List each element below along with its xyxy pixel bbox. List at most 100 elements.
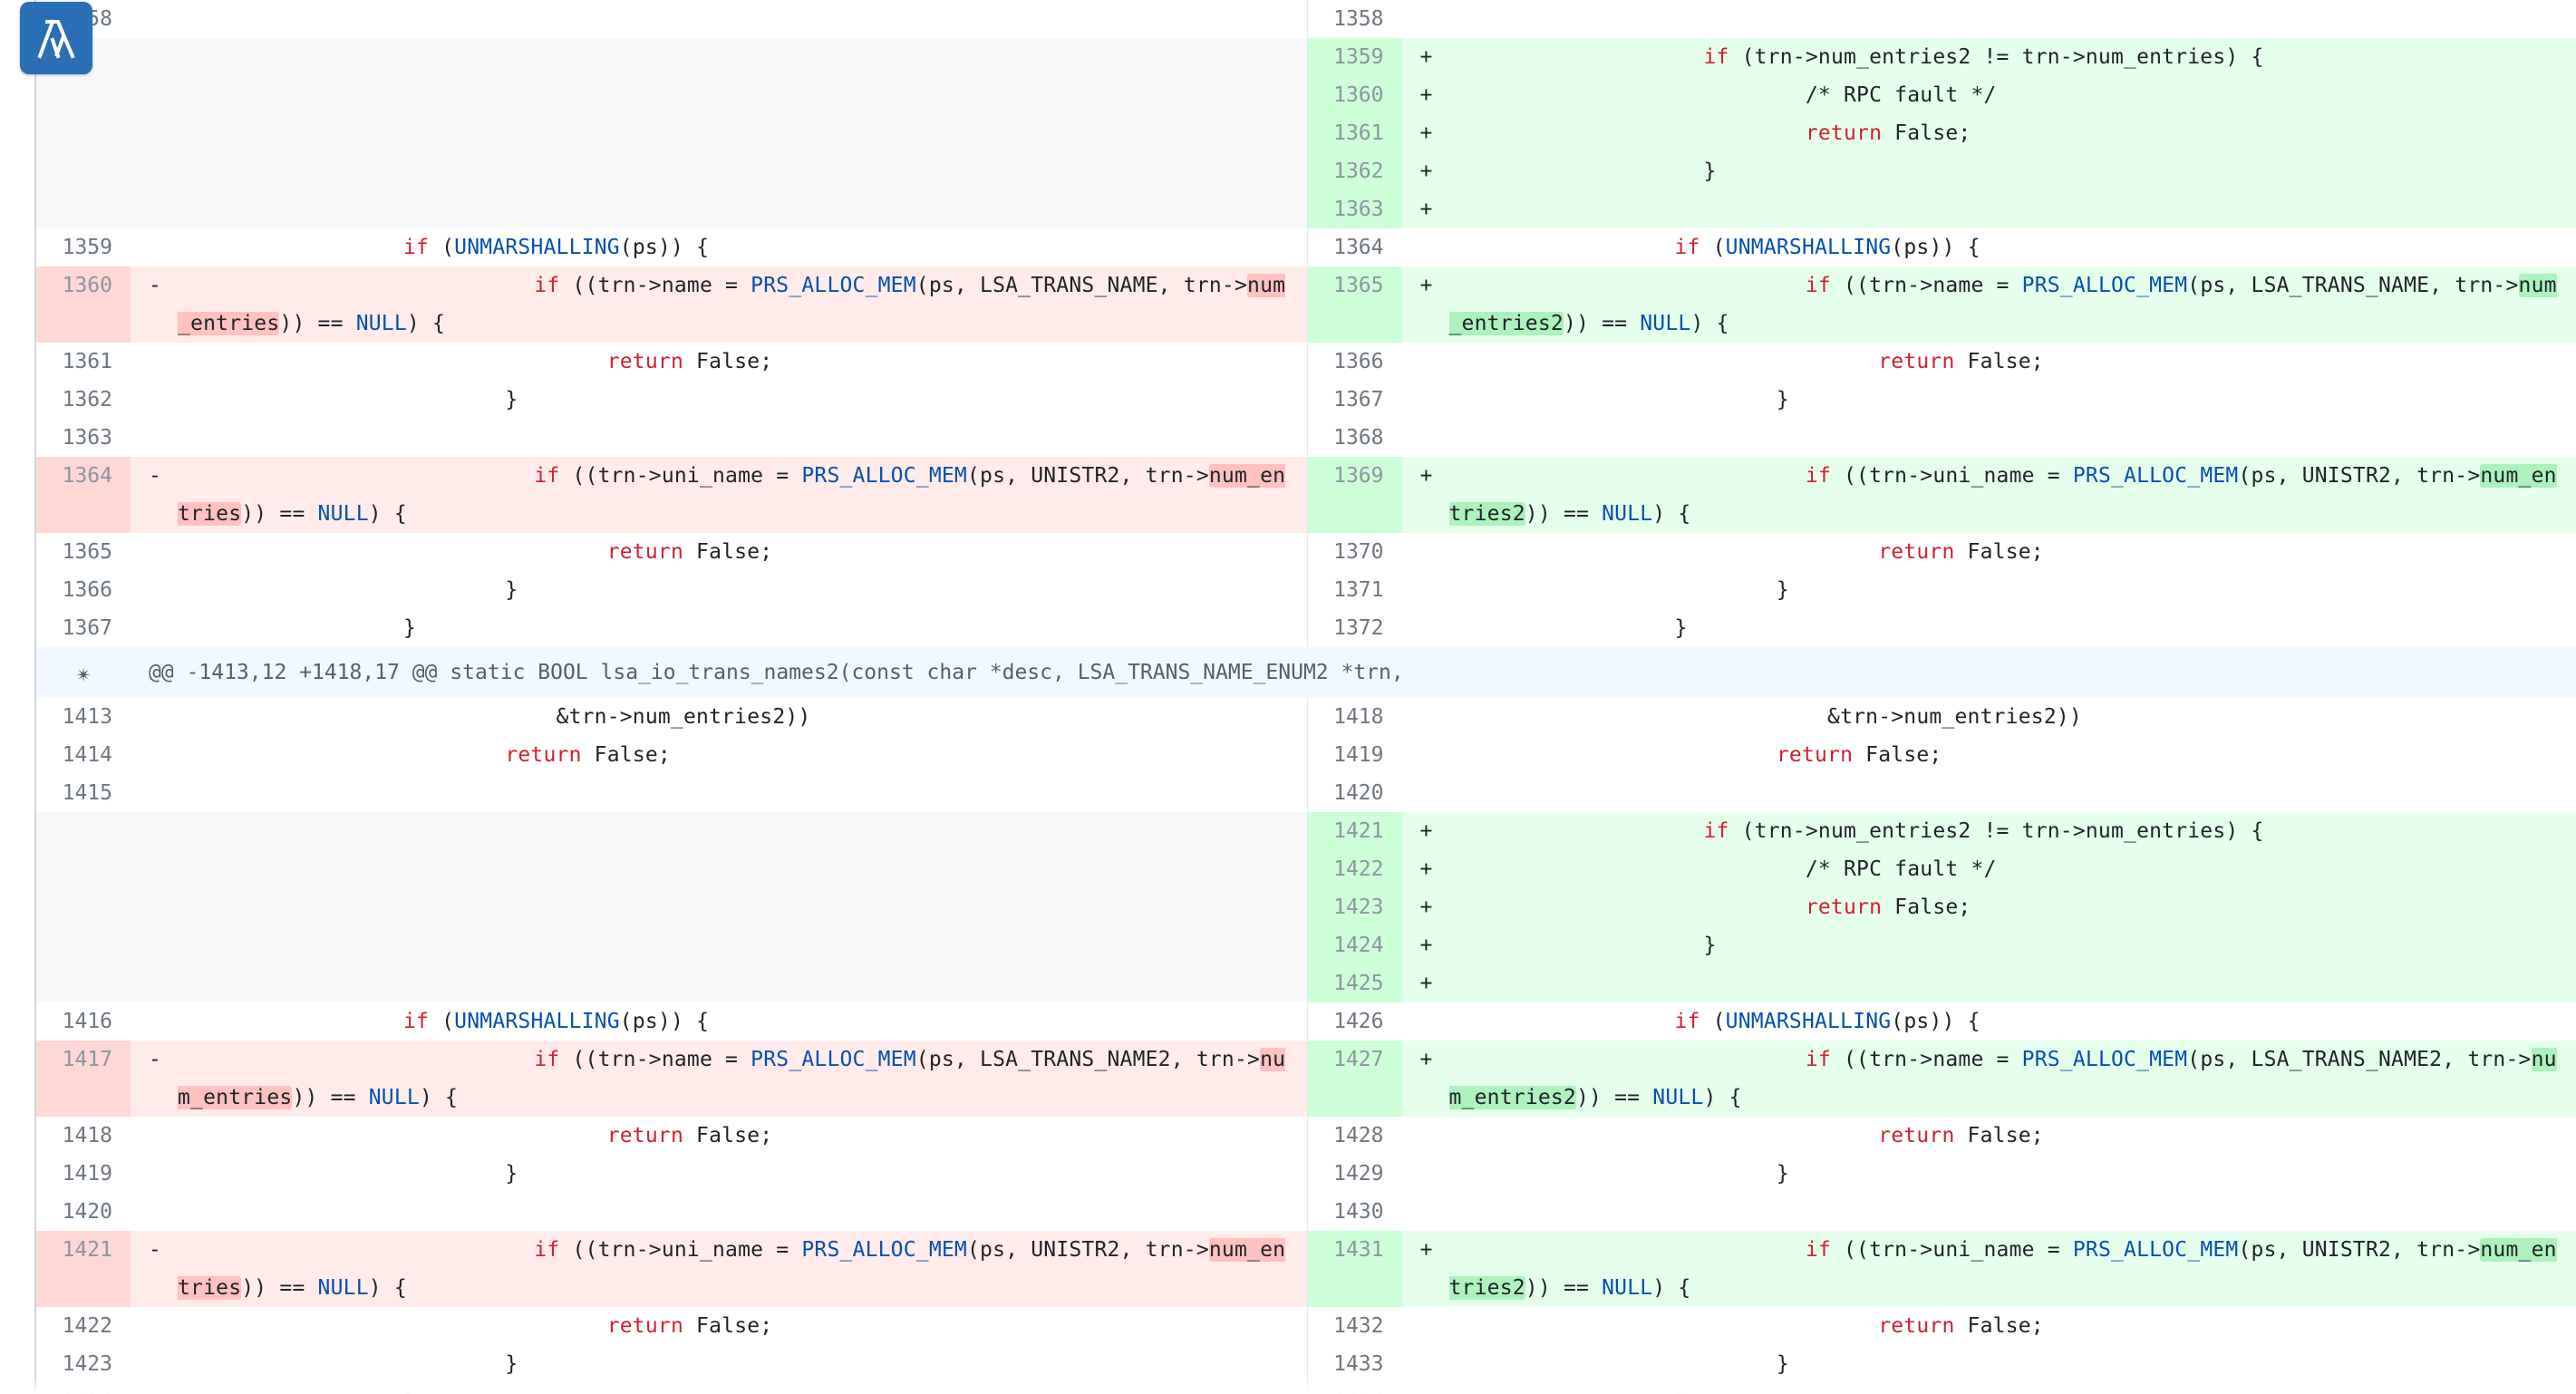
line-number[interactable]: 1416 — [62, 1010, 112, 1033]
line-number[interactable]: 1423 — [62, 1352, 112, 1376]
code-line: /* RPC fault */ — [1439, 850, 2576, 888]
identifier-token: PRS_ALLOC_MEM — [2021, 1048, 2188, 1071]
line-number[interactable]: 1361 — [62, 350, 112, 373]
line-number[interactable]: 1419 — [1333, 743, 1384, 767]
line-number — [36, 888, 131, 926]
line-number[interactable]: 1366 — [62, 578, 112, 602]
code-line — [131, 812, 1307, 850]
line-number[interactable]: 1369 — [1307, 457, 1402, 533]
line-number[interactable]: 1365 — [1307, 266, 1402, 343]
line-number[interactable]: 1366 — [1333, 350, 1384, 373]
line-number[interactable]: 1360 — [36, 266, 131, 343]
code-line — [131, 114, 1307, 152]
old-side-cell: 1419 } — [36, 1155, 1307, 1193]
line-number[interactable]: 1364 — [36, 457, 131, 533]
keyword-token: return — [1878, 350, 1955, 373]
old-side-cell: 1362 } — [36, 381, 1307, 419]
line-number[interactable]: 1365 — [62, 540, 112, 564]
line-number[interactable]: 1371 — [1333, 578, 1384, 602]
line-number[interactable]: 1432 — [1333, 1314, 1384, 1338]
line-number[interactable]: 1430 — [1333, 1200, 1384, 1224]
diff-row: 1361 return False;1366 return False; — [36, 343, 2576, 381]
code-line: if ((trn->name = PRS_ALLOC_MEM(ps, LSA_T… — [169, 1041, 1307, 1117]
code-line — [131, 964, 1307, 1002]
line-number[interactable]: 1364 — [1333, 236, 1384, 259]
line-number[interactable]: 1424 — [1307, 926, 1402, 964]
line-number[interactable]: 1362 — [62, 388, 112, 411]
code-line: return False; — [1401, 533, 2576, 571]
code-line — [1401, 419, 2576, 457]
old-side-cell: 1421- if ((trn->uni_name = PRS_ALLOC_MEM… — [36, 1231, 1307, 1307]
line-number[interactable]: 1414 — [62, 743, 112, 767]
line-number[interactable]: 1413 — [62, 705, 112, 729]
hunk-header: ✴@@ -1413,12 +1418,17 @@ static BOOL lsa… — [36, 647, 2576, 698]
line-number[interactable]: 1417 — [36, 1041, 131, 1117]
line-number[interactable]: 1362 — [1307, 152, 1402, 190]
line-number[interactable]: 1367 — [62, 616, 112, 640]
identifier-token: PRS_ALLOC_MEM — [2072, 464, 2239, 488]
line-number[interactable]: 1421 — [36, 1231, 131, 1307]
line-number[interactable]: 1419 — [62, 1162, 112, 1186]
code-line: } — [1439, 926, 2576, 964]
line-number[interactable]: 1418 — [1333, 705, 1384, 729]
old-side-cell: 1358 — [36, 0, 1307, 38]
keyword-token: if — [1805, 1048, 1831, 1071]
diff-row: 1425+ — [36, 964, 2576, 1002]
diff-row: 1422 return False;1432 return False; — [36, 1307, 2576, 1345]
code-line — [131, 1193, 1307, 1231]
keyword-token: if — [402, 236, 430, 259]
new-side-cell: 1422+ /* RPC fault */ — [1306, 850, 2576, 888]
line-number[interactable]: 1359 — [1307, 38, 1402, 76]
changed-token: num_entries — [178, 1048, 1286, 1109]
line-number[interactable]: 1431 — [1307, 1231, 1402, 1307]
line-number[interactable]: 1433 — [1333, 1352, 1384, 1376]
identifier-token: PRS_ALLOC_MEM — [2072, 1238, 2239, 1262]
line-number[interactable]: 1372 — [1333, 616, 1384, 640]
new-side-cell: 1426 if (UNMARSHALLING(ps)) { — [1306, 1002, 2576, 1041]
line-number[interactable]: 1420 — [1333, 781, 1384, 805]
keyword-token: if — [1674, 1010, 1700, 1033]
line-number[interactable]: 1423 — [1307, 888, 1402, 926]
line-number[interactable]: 1422 — [1307, 850, 1402, 888]
new-side-cell: 1367 } — [1306, 381, 2576, 419]
keyword-token: return — [606, 540, 683, 564]
identifier-token: NULL — [1640, 312, 1691, 335]
line-number[interactable]: 1367 — [1333, 388, 1384, 411]
line-number[interactable]: 1422 — [62, 1314, 112, 1338]
line-number[interactable]: 1427 — [1307, 1041, 1402, 1117]
line-number[interactable]: 1358 — [1333, 7, 1384, 31]
line-number[interactable]: 1421 — [1307, 812, 1402, 850]
line-number[interactable]: 1370 — [1333, 540, 1384, 564]
line-number[interactable]: 1360 — [1307, 76, 1402, 114]
expand-icon[interactable]: ✴ — [75, 657, 92, 688]
plus-sign: + — [1401, 114, 1440, 152]
line-number[interactable]: 1415 — [62, 781, 112, 805]
line-number[interactable]: 1368 — [1333, 426, 1384, 450]
line-number[interactable]: 1418 — [62, 1124, 112, 1147]
line-number[interactable]: 1426 — [1333, 1010, 1384, 1033]
line-number[interactable]: 1363 — [1307, 190, 1402, 228]
old-side-cell: 1364- if ((trn->uni_name = PRS_ALLOC_MEM… — [36, 457, 1307, 533]
line-number[interactable]: 1420 — [62, 1200, 112, 1224]
diff-row: 1362+ } — [36, 152, 2576, 190]
app-logo[interactable] — [20, 2, 92, 74]
keyword-token: if — [402, 1010, 430, 1033]
code-line: } — [131, 1155, 1307, 1193]
line-number[interactable]: 1429 — [1333, 1162, 1384, 1186]
line-number[interactable]: 1361 — [1307, 114, 1402, 152]
code-line: return False; — [1439, 888, 2576, 926]
line-number[interactable]: 1428 — [1333, 1124, 1384, 1147]
line-number — [36, 926, 131, 964]
line-number[interactable]: 1363 — [62, 426, 112, 450]
old-side-cell: 1365 return False; — [36, 533, 1307, 571]
line-number[interactable]: 1425 — [1307, 964, 1402, 1002]
identifier-token: NULL — [317, 502, 369, 526]
line-number[interactable]: 1359 — [62, 236, 112, 259]
plus-sign: + — [1401, 266, 1440, 343]
new-side-cell: 1425+ — [1306, 964, 2576, 1002]
line-number — [36, 76, 131, 114]
code-line: return False; — [1401, 343, 2576, 381]
code-line — [131, 774, 1307, 812]
plus-sign: + — [1401, 1231, 1440, 1307]
code-line: } — [1401, 1155, 2576, 1193]
